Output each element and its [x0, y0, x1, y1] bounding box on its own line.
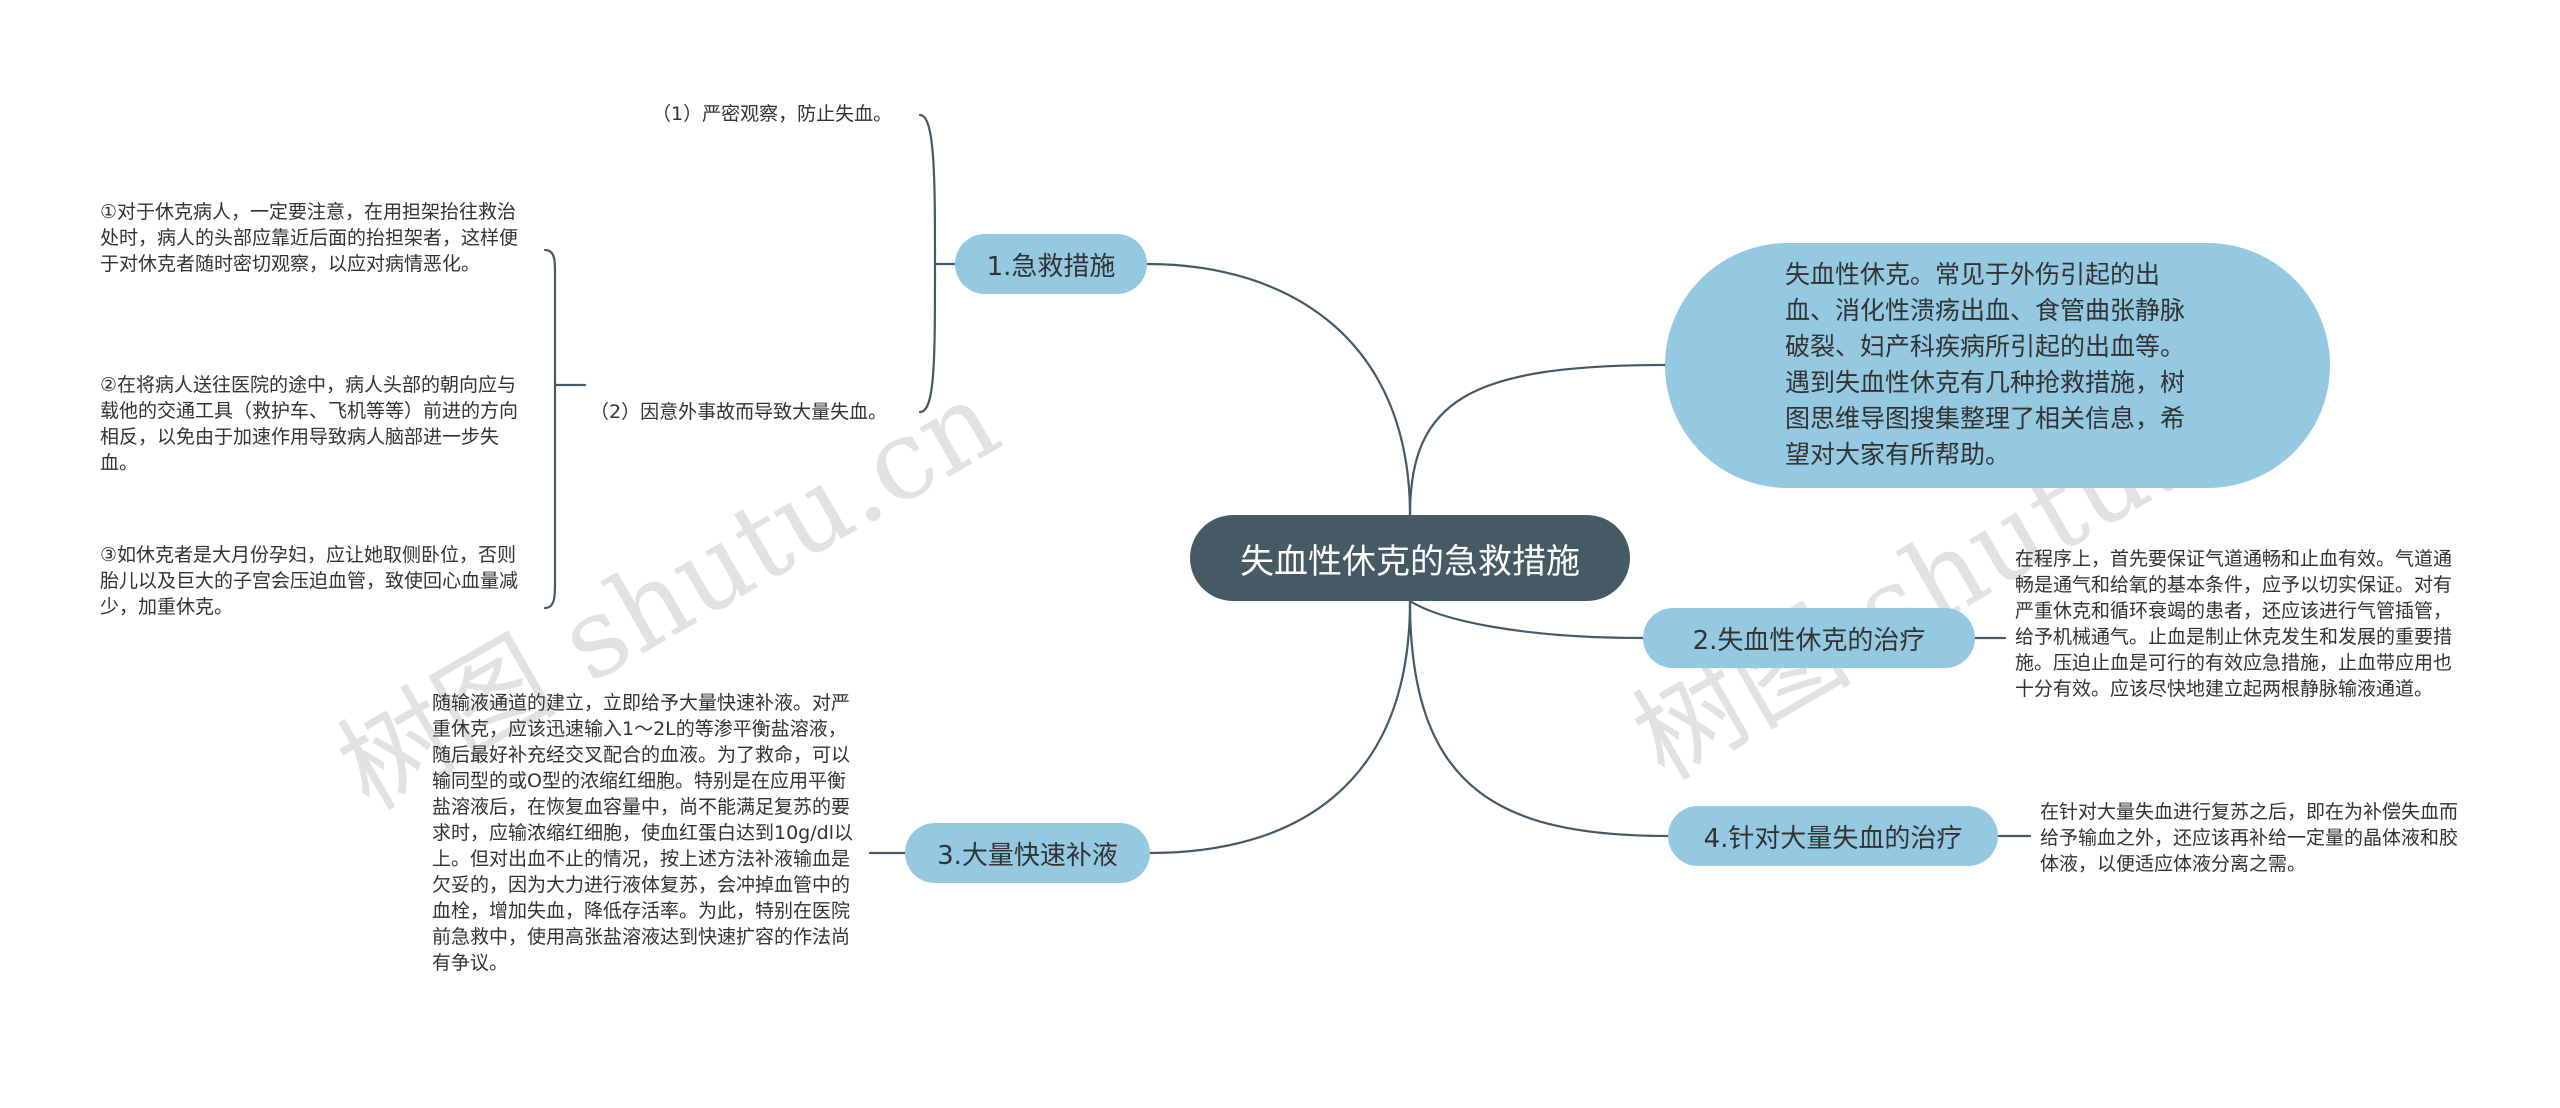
- branch-rapid-fluid[interactable]: 3.大量快速补液: [905, 823, 1150, 883]
- bracket-leaves: [543, 248, 587, 610]
- child-observe[interactable]: （1）严密观察，防止失血。: [652, 103, 893, 125]
- leaf-pregnant[interactable]: ③如休克者是大月份孕妇，应让她取侧卧位，否则胎儿以及巨大的子宫会压迫血管，致使回…: [100, 544, 519, 618]
- edge-root-branch3: [1148, 599, 1412, 855]
- intro-node[interactable]: 失血性休克。常见于外伤引起的出血、消化性溃疡出血、食管曲张静脉破裂、妇产科疾病所…: [1665, 243, 2330, 488]
- edge-root-intro: [1408, 363, 1667, 517]
- root-node[interactable]: 失血性休克的急救措施: [1190, 515, 1630, 601]
- detail-shock-treatment[interactable]: 在程序上，首先要保证气道通畅和止血有效。气道通畅是通气和给氧的基本条件，应予以切…: [2015, 548, 2453, 700]
- edge-root-branch2: [1408, 599, 1645, 640]
- branch-blood-loss-treatment[interactable]: 4.针对大量失血的治疗: [1668, 806, 1998, 866]
- detail-rapid-fluid[interactable]: 随输液通道的建立，立即给予大量快速补液。对严重休克，应该迅速输入1～2L的等渗平…: [432, 692, 853, 974]
- branch-shock-treatment[interactable]: 2.失血性休克的治疗: [1643, 608, 1975, 668]
- detail-blood-loss-treatment[interactable]: 在针对大量失血进行复苏之后，即在为补偿失血而给予输血之外，还应该再补给一定量的晶…: [2040, 801, 2459, 875]
- leaf-stretcher[interactable]: ①对于休克病人，一定要注意，在用担架抬往救治处时，病人的头部应靠近后面的抬担架者…: [100, 201, 519, 275]
- edge-branch1-children: [918, 113, 957, 414]
- edge-root-branch1: [1145, 262, 1412, 517]
- child-accident[interactable]: （2）因意外事故而导致大量失血。: [590, 401, 888, 423]
- edge-root-branch4: [1408, 599, 1670, 838]
- branch-emergency-measures[interactable]: 1.急救措施: [955, 234, 1147, 294]
- leaf-transport[interactable]: ②在将病人送往医院的途中，病人头部的朝向应与载他的交通工具（救护车、飞机等等）前…: [100, 374, 519, 474]
